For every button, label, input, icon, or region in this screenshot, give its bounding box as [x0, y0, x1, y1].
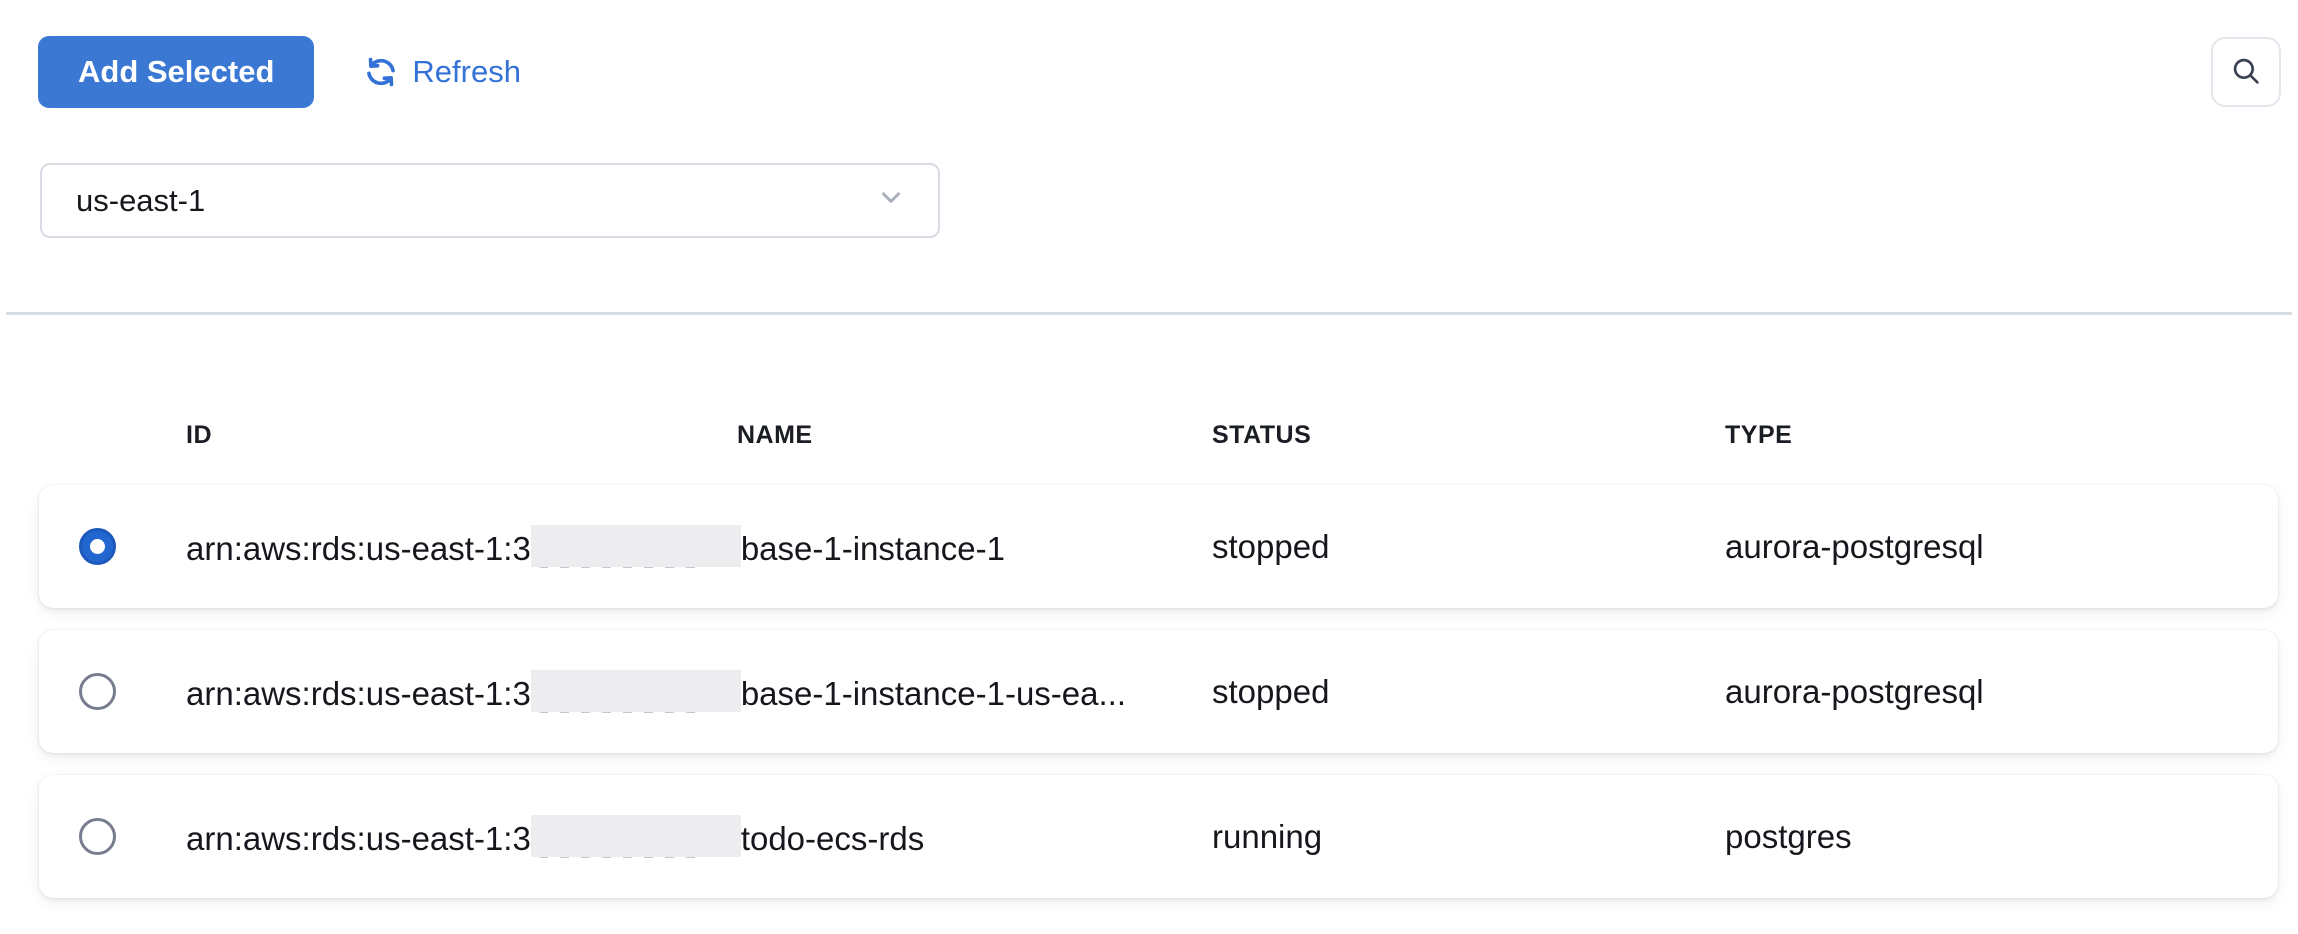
instance-status: stopped — [1212, 672, 1330, 710]
instance-type: postgres — [1725, 817, 1852, 855]
redaction-mask — [530, 525, 741, 568]
search-button[interactable] — [2211, 37, 2281, 107]
radio-button[interactable] — [79, 673, 116, 710]
search-icon — [2229, 54, 2263, 91]
row-radio-cell — [79, 818, 116, 855]
refresh-button[interactable]: Refresh — [364, 54, 521, 90]
instance-table: ID NAME STATUS TYPE arn:aws:rds:us-east-… — [39, 415, 2278, 898]
row-radio-cell — [79, 673, 116, 710]
column-header-name: NAME — [737, 420, 813, 449]
region-select-value: us-east-1 — [76, 182, 206, 218]
section-divider — [6, 312, 2292, 315]
refresh-label: Refresh — [412, 54, 521, 89]
chevron-down-icon — [876, 182, 906, 220]
column-header-type: TYPE — [1725, 420, 1793, 449]
instance-status: running — [1212, 817, 1323, 855]
instance-status: stopped — [1212, 527, 1330, 565]
refresh-icon — [364, 55, 398, 89]
instance-type: aurora-postgresql — [1725, 527, 1984, 565]
toolbar: Add Selected Refresh — [0, 36, 2298, 108]
add-selected-button[interactable]: Add Selected — [38, 36, 315, 108]
redaction-mask — [530, 670, 741, 713]
row-radio-cell — [79, 528, 116, 565]
redaction-mask — [530, 815, 741, 858]
column-header-id: ID — [186, 420, 212, 449]
radio-button[interactable] — [79, 528, 116, 565]
region-select[interactable]: us-east-1 — [40, 163, 940, 238]
table-header-row: ID NAME STATUS TYPE — [39, 415, 2278, 455]
instance-type: aurora-postgresql — [1725, 672, 1984, 710]
column-header-status: STATUS — [1212, 420, 1312, 449]
radio-button[interactable] — [79, 818, 116, 855]
